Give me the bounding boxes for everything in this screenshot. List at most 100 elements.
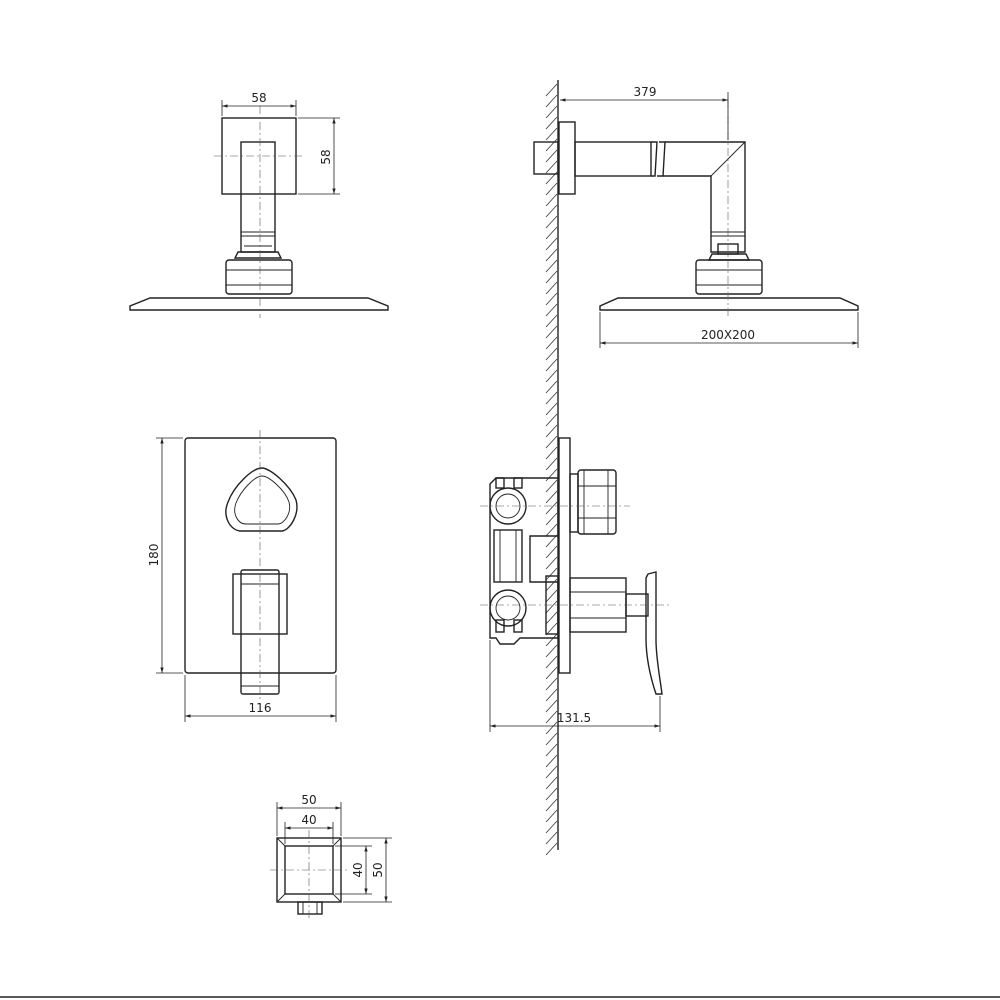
dim-flange-height: 58 xyxy=(298,117,340,195)
dim-shower-head-size: 200X200 xyxy=(599,312,859,348)
hatch-stroke xyxy=(545,204,558,218)
hatch-stroke xyxy=(545,600,558,614)
lower-port xyxy=(489,589,527,627)
hatch-stroke xyxy=(545,127,558,141)
hatch-stroke xyxy=(545,105,558,119)
dim-flange-height-label: 58 xyxy=(319,149,333,164)
hatch-stroke xyxy=(545,182,558,196)
mixer-lever-side xyxy=(645,571,663,695)
hatch-stroke xyxy=(545,556,558,570)
hatch-stroke xyxy=(545,314,558,328)
hatch-stroke xyxy=(545,94,558,108)
hatch-stroke xyxy=(545,721,558,735)
hatch-stroke xyxy=(545,457,558,471)
hatch-stroke xyxy=(545,413,558,427)
hatch-stroke xyxy=(545,259,558,273)
outlet-connector xyxy=(297,901,323,915)
hatch-stroke xyxy=(545,567,558,581)
dim-shower-head-size-label: 200X200 xyxy=(701,328,755,342)
hatch-stroke xyxy=(545,798,558,812)
hatch-stroke xyxy=(545,83,558,97)
hatch-stroke xyxy=(545,732,558,746)
upper-port xyxy=(489,487,527,525)
hatch-stroke xyxy=(545,490,558,504)
dim-plate-width: 116 xyxy=(184,675,337,722)
hatch-stroke xyxy=(545,193,558,207)
hatch-stroke xyxy=(545,149,558,163)
hatch-stroke xyxy=(545,688,558,702)
hatch-stroke xyxy=(545,424,558,438)
valve-side-view: 131.5 xyxy=(480,437,670,732)
hatch-stroke xyxy=(545,589,558,603)
hatch-stroke xyxy=(545,820,558,834)
outlet-front-view: 50 40 40 50 xyxy=(270,793,392,920)
hatch-stroke xyxy=(545,578,558,592)
hatch-stroke xyxy=(545,226,558,240)
hatch-stroke xyxy=(545,435,558,449)
arm-elbow xyxy=(663,141,746,253)
shower-head-plate-side xyxy=(599,297,859,311)
hatch-stroke xyxy=(545,281,558,295)
hatch-stroke xyxy=(545,611,558,625)
dim-valve-depth: 131.5 xyxy=(489,640,661,732)
diverter-knob xyxy=(225,467,298,532)
dim-outlet-inner-height: 40 xyxy=(335,845,372,895)
hatch-stroke xyxy=(545,116,558,130)
hatch-stroke xyxy=(545,523,558,537)
hatch-stroke xyxy=(545,402,558,416)
hatch-stroke xyxy=(545,787,558,801)
hatch-stroke xyxy=(545,237,558,251)
hatch-stroke xyxy=(545,743,558,757)
shower-head-plate-front xyxy=(129,297,389,311)
hatch-stroke xyxy=(545,248,558,262)
hatch-stroke xyxy=(545,809,558,823)
dim-outlet-inner-width-label: 40 xyxy=(301,813,316,827)
hatch-stroke xyxy=(545,358,558,372)
hatch-stroke xyxy=(545,160,558,174)
hatch-stroke xyxy=(545,545,558,559)
dim-outlet-inner-height-label: 40 xyxy=(351,862,365,877)
shower-head-neck-side xyxy=(695,259,763,295)
cover-plate-side xyxy=(558,437,571,674)
hatch-stroke xyxy=(545,534,558,548)
hatch-stroke xyxy=(545,292,558,306)
dim-outlet-outer-height: 50 xyxy=(343,837,392,903)
hatch-stroke xyxy=(545,446,558,460)
hatch-stroke xyxy=(545,303,558,317)
hatch-stroke xyxy=(545,776,558,790)
arm-segment-1 xyxy=(574,141,652,177)
dim-plate-height: 180 xyxy=(147,437,183,674)
hatch-stroke xyxy=(545,666,558,680)
cover-plate xyxy=(184,437,337,674)
hatch-stroke xyxy=(545,336,558,350)
shower-arm-side-view: 379 200X200 xyxy=(533,85,859,348)
hatch-stroke xyxy=(545,479,558,493)
dim-outlet-outer-height-label: 50 xyxy=(371,862,385,877)
hatch-stroke xyxy=(545,347,558,361)
hatch-stroke xyxy=(545,677,558,691)
wall-flange-side xyxy=(558,121,576,195)
hatch-stroke xyxy=(545,325,558,339)
dim-outlet-outer-width-label: 50 xyxy=(301,793,316,807)
dim-valve-depth-label: 131.5 xyxy=(557,711,591,725)
hatch-stroke xyxy=(545,512,558,526)
mixer-plate-front-view: 180 116 xyxy=(147,430,337,722)
dim-flange-width-label: 58 xyxy=(251,91,266,105)
hatch-stroke xyxy=(545,842,558,856)
wall-section xyxy=(545,80,559,856)
hatch-stroke xyxy=(545,270,558,284)
hatch-stroke xyxy=(545,215,558,229)
hatch-stroke xyxy=(545,710,558,724)
shower-head-neck-front xyxy=(225,259,293,295)
dim-arm-projection: 379 xyxy=(560,85,729,140)
hatch-stroke xyxy=(545,391,558,405)
hatch-stroke xyxy=(545,468,558,482)
dim-plate-height-label: 180 xyxy=(147,544,161,567)
hatch-stroke xyxy=(545,369,558,383)
hatch-stroke xyxy=(545,831,558,845)
hatch-stroke xyxy=(545,622,558,636)
dim-outlet-inner-width: 40 xyxy=(284,813,334,844)
dim-arm-projection-label: 379 xyxy=(634,85,657,99)
dim-flange-width: 58 xyxy=(221,91,297,116)
